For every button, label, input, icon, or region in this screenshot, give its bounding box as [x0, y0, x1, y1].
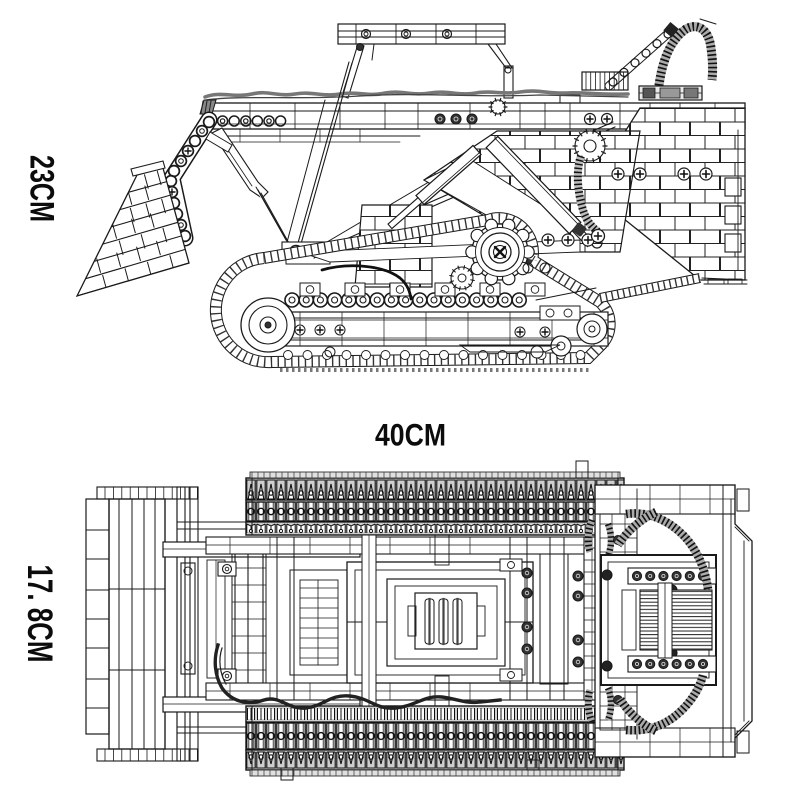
- svg-text:23CM: 23CM: [22, 155, 60, 222]
- svg-text:40CM: 40CM: [375, 417, 446, 453]
- svg-text:17. 8CM: 17. 8CM: [20, 565, 59, 663]
